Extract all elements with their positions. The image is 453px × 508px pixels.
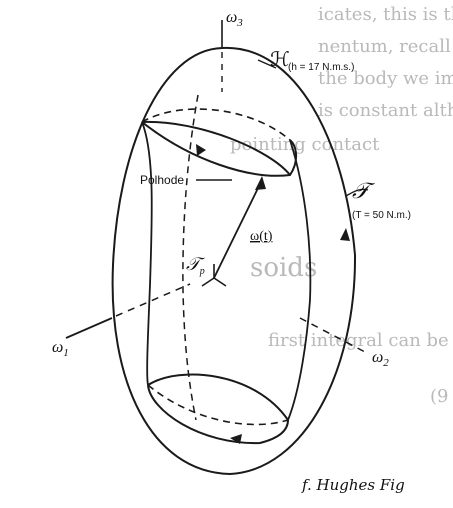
outer-arrow-right bbox=[340, 228, 350, 241]
bg-line-2: nentum, recall that h = hω. In bbox=[318, 36, 453, 57]
bg-line-4: is constant although the integral of t bbox=[318, 100, 453, 121]
outer-ellipsoid bbox=[111, 46, 357, 476]
t-symbol: 𝒯 bbox=[352, 178, 376, 203]
h-leader bbox=[257, 59, 277, 69]
omega-t-vector bbox=[213, 179, 263, 279]
triad-x bbox=[201, 277, 215, 287]
t-leader bbox=[345, 188, 369, 197]
bg-heading: soids bbox=[250, 253, 317, 283]
bg-line-5: pointing contact bbox=[230, 134, 380, 155]
triad-y bbox=[213, 277, 227, 287]
bg-eq-number: (9 bbox=[430, 386, 448, 407]
bg-line-6: first integral can be written as bbox=[268, 330, 453, 351]
polhode-label: Polhode bbox=[140, 173, 184, 187]
labels: ω3 ℋ (h = 17 N.m.s.) 𝒯 (T = 50 N.m.) Pol… bbox=[52, 9, 411, 494]
omega-t-label: ω(t) bbox=[250, 229, 273, 244]
bg-line-3: the body we immediately see that the a bbox=[318, 68, 453, 89]
inner-ellipsoid-back-dashed bbox=[182, 94, 199, 421]
omega1-label: ω1 bbox=[52, 339, 69, 359]
inner-ellipsoid-front-right bbox=[287, 139, 312, 421]
lower-band-bottom bbox=[147, 384, 289, 445]
omega1-axis-dashed bbox=[115, 283, 191, 317]
h-symbol: ℋ bbox=[270, 49, 290, 71]
inner-ellipsoid-front bbox=[141, 121, 153, 386]
bg-line-1: icates, this is the square of the ma bbox=[318, 4, 453, 25]
polhode-curve bbox=[141, 120, 291, 176]
omega3-label: ω3 bbox=[226, 9, 243, 29]
polhode-arrow-lower bbox=[230, 434, 242, 444]
omega1-axis-outer bbox=[65, 317, 113, 339]
credit-handwritten: f. Hughes Fig bbox=[301, 476, 405, 494]
omega2-label: ω2 bbox=[372, 349, 389, 369]
lower-band-top bbox=[147, 373, 289, 421]
upper-band-top-dashed bbox=[141, 108, 291, 141]
polhode-arrow-upper bbox=[196, 144, 206, 156]
background-text: icates, this is the square of the ma nen… bbox=[230, 4, 453, 407]
t-value: (T = 50 N.m.) bbox=[352, 210, 411, 221]
tp-label: 𝒯p bbox=[186, 254, 205, 277]
lower-band-mid-dashed bbox=[147, 384, 289, 426]
upper-band-bottom bbox=[141, 121, 297, 177]
h-value: (h = 17 N.m.s.) bbox=[288, 62, 354, 73]
omega-t-arrowhead bbox=[255, 176, 266, 190]
